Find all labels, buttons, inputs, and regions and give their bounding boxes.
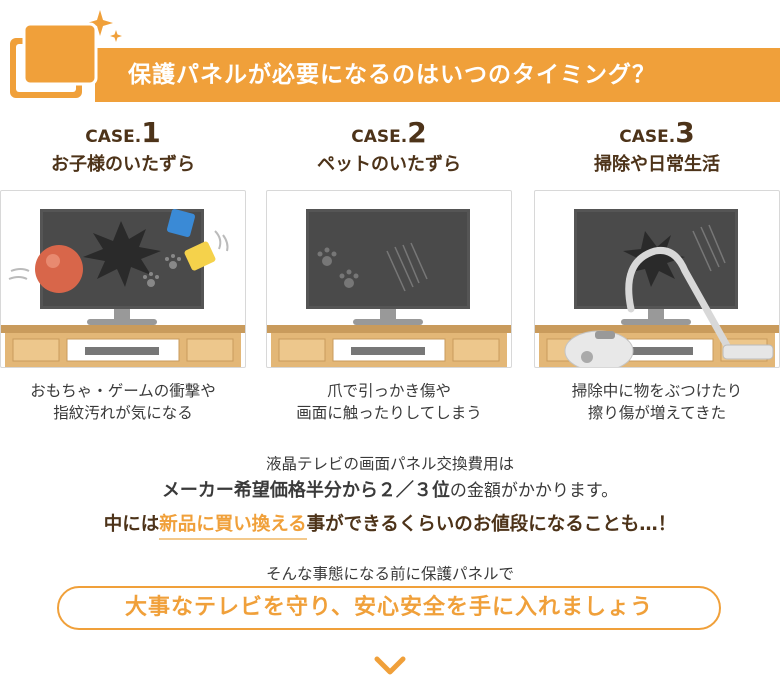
case-3-title: 掃除や日常生活 [594, 154, 720, 175]
cost-detail-bold: メーカー希望価格半分から２／３位 [161, 480, 450, 501]
case-3-caption: 掃除中に物をぶつけたり 擦り傷が増えてきた [534, 380, 780, 424]
case-1-caption-line2: 指紋汚れが気になる [53, 404, 193, 422]
case-2: CASE.2 ペットのいたずら 爪で引っかき傷や 画面に触ったりしてしまう [266, 118, 512, 422]
case-2-label: CASE.2 [266, 118, 512, 148]
case-2-number: 2 [407, 116, 427, 149]
case-2-caption: 爪で引っかき傷や 画面に触ったりしてしまう [266, 380, 512, 424]
replacement-note-pre: 中には [103, 514, 160, 535]
case-2-caption-line1: 爪で引っかき傷や [326, 382, 451, 400]
header-banner: 保護パネルが必要になるのはいつのタイミング？ [0, 0, 780, 110]
lead-in-text: そんな事態になる前に保護パネルで [265, 565, 514, 583]
header-title: 保護パネルが必要になるのはいつのタイミング？ [128, 62, 656, 88]
case-2-caption-line2: 画面に触ったりしてしまう [296, 404, 482, 422]
cost-detail-text: メーカー希望価格半分から２／３位の金額がかかります。 [0, 476, 780, 502]
case-1-illustration [0, 190, 246, 368]
cost-intro-text: 液晶テレビの画面パネル交換費用は [265, 455, 514, 473]
case-3-number: 3 [675, 116, 695, 149]
case-1-caption-line1: おもちゃ・ゲームの衝撃や [30, 382, 216, 400]
cost-detail-rest: の金額がかかります。 [449, 481, 619, 501]
case-1-label: CASE.1 [0, 118, 246, 148]
case-3: CASE.3 掃除や日常生活 掃除中に物をぶつけたり 擦り傷が増えてきた [534, 118, 780, 422]
replacement-note-post: 事ができるくらいのお値段になることも…！ [306, 514, 677, 535]
cta-banner: 大事なテレビを守り、安心安全を手に入れましょう [57, 586, 721, 630]
case-3-illustration [534, 190, 780, 368]
case-2-prefix: CASE. [351, 127, 408, 147]
chevron-down-icon [374, 656, 406, 675]
header-bar [95, 48, 780, 102]
case-2-illustration [266, 190, 512, 368]
case-1-number: 1 [141, 116, 161, 149]
case-1-title: お子様のいたずら [51, 154, 195, 175]
case-1-prefix: CASE. [85, 127, 142, 147]
case-3-caption-line2: 擦り傷が増えてきた [587, 404, 727, 422]
case-3-label: CASE.3 [534, 118, 780, 148]
replacement-note: 中には新品に買い換える事ができるくらいのお値段になることも…！ [0, 510, 780, 540]
case-3-prefix: CASE. [619, 127, 676, 147]
case-1-caption: おもちゃ・ゲームの衝撃や 指紋汚れが気になる [0, 380, 246, 424]
case-1: CASE.1 お子様のいたずら [0, 118, 246, 422]
replacement-note-highlight: 新品に買い換える [159, 514, 307, 540]
frames-icon [10, 10, 122, 98]
case-2-title: ペットのいたずら [317, 154, 461, 175]
case-3-caption-line1: 掃除中に物をぶつけたり [571, 382, 743, 400]
